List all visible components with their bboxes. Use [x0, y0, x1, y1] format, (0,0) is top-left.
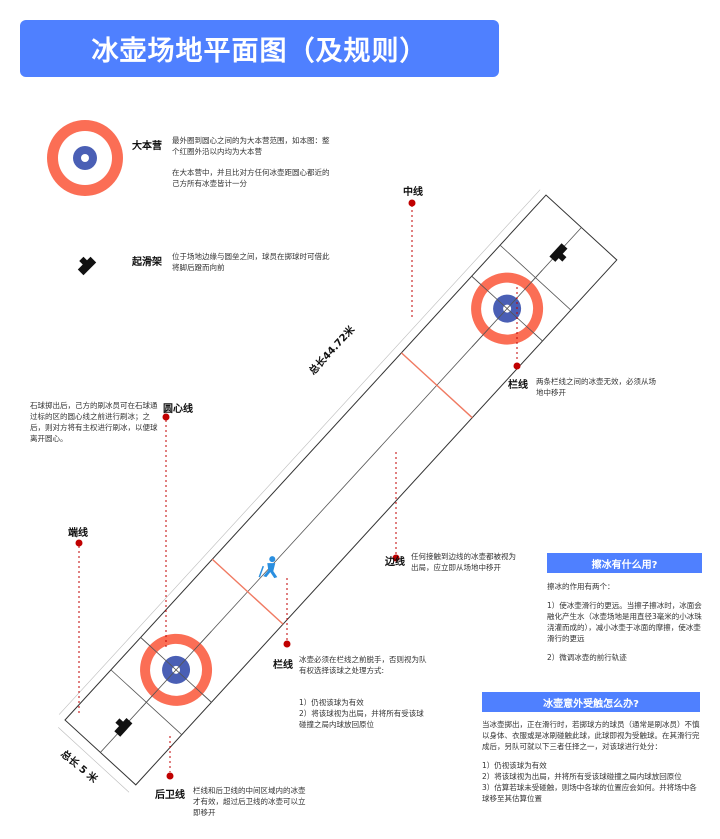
- hog-line-bottom-opt1: 1）仍视该球为有效: [299, 698, 364, 707]
- house-legend-desc: 最外圈到圆心之间的为大本营范围，如本图：整个红圈外沿以内均为大本营: [172, 136, 330, 156]
- hack-legend-label: 起滑架: [132, 257, 162, 268]
- panel-touch-title: 冰壶意外受触怎么办?: [482, 692, 700, 712]
- house-legend-label: 大本营: [132, 141, 162, 152]
- width-dimension: [58, 727, 130, 793]
- sheet-rink: [58, 189, 618, 793]
- house-legend-icon: [47, 120, 123, 196]
- center-line-label: 中线: [403, 187, 423, 198]
- hog-line-bottom-label: 栏线: [273, 660, 293, 671]
- panel-touch-opt2: 2）将该球视为出局，并将所有受该球碰撞之局内球放回原位: [482, 772, 682, 781]
- hack-icon-near: [114, 718, 133, 737]
- house-far: [471, 269, 544, 348]
- panel-sweep-point1: 1）使冰壶滑行的更远。当擦子擦冰时，冰面会融化产生水（冰壶场地是用直径3毫米的小…: [547, 601, 702, 643]
- house-near: [140, 631, 213, 709]
- hog-line-near: [211, 558, 284, 625]
- panel-sweep-title: 擦冰有什么用?: [547, 553, 702, 573]
- hack-icon-far: [549, 243, 568, 262]
- hog-line-top-label: 栏线: [508, 380, 528, 391]
- curler-icon: [258, 556, 278, 579]
- panel-sweep-point2: 2）微调冰壶的前行轨迹: [547, 653, 627, 662]
- hog-line-bottom-opt2: 2）将该球视为出局，并将所有受该球碰撞之局内球放回原位: [299, 709, 424, 729]
- panel-touch-intro: 当冰壶掷出，正在滑行时，若掷球方的球员（通常是刷冰员）不慎以身体、衣服或是冰刷碰…: [482, 720, 700, 751]
- panel-sweep-body: 擦冰的作用有两个： 1）使冰壶滑行的更远。当擦子擦冰时，冰面会融化产生水（冰壶场…: [547, 581, 707, 671]
- house-legend-score: 在大本营中，并且比对方任何冰壶距圆心都近的己方所有冰壶皆计一分: [172, 168, 330, 188]
- panel-touch-body: 当冰壶掷出，正在滑行时，若掷球方的球员（通常是刷冰员）不慎以身体、衣服或是冰刷碰…: [482, 719, 704, 804]
- panel-sweep-intro: 擦冰的作用有两个：: [547, 582, 615, 591]
- panel-touch-opt3: 3）估算若球未受碰触，则场中各球的位置应会如何。并将场中各球移至其估算位置: [482, 783, 697, 803]
- hog-line-far: [400, 352, 473, 419]
- hack-legend-desc: 位于场地边缘与圆垒之间，球员在掷球时可借此将脚后蹬而向前: [172, 252, 330, 272]
- panel-touch-opt1: 1）仍视该球为有效: [482, 761, 547, 770]
- back-line-label: 后卫线: [155, 790, 185, 801]
- tee-line-side-note: 石球掷出后，己方的刷冰员可在石球通过标的区的圆心线之前进行刷冰；之后，则对方将有…: [30, 401, 158, 443]
- back-line-desc: 栏线和后卫线的中间区域内的冰壶才有效，超过后卫线的冰壶可以立即移开: [193, 786, 306, 817]
- hog-line-bottom-desc: 冰壶必须在栏线之前脱手，否则视为队有权选择该球之处理方式:: [299, 655, 427, 675]
- callout-dots: [75, 199, 521, 780]
- hog-line-top-desc: 两条栏线之间的冰壶无效，必须从场地中移开: [536, 377, 656, 397]
- callout-leaders: [78, 205, 518, 772]
- side-line-desc: 任何接触到边线的冰壶都被视为出局，应立即从场地中移开: [411, 552, 516, 572]
- end-line-label: 端线: [68, 528, 88, 539]
- side-line-label: 边线: [385, 557, 405, 568]
- page-title: 冰壶场地平面图（及规则）: [20, 20, 499, 77]
- hack-legend-icon: [77, 256, 97, 276]
- tee-line-label: 圆心线: [163, 404, 193, 415]
- length-dimension: [58, 189, 541, 715]
